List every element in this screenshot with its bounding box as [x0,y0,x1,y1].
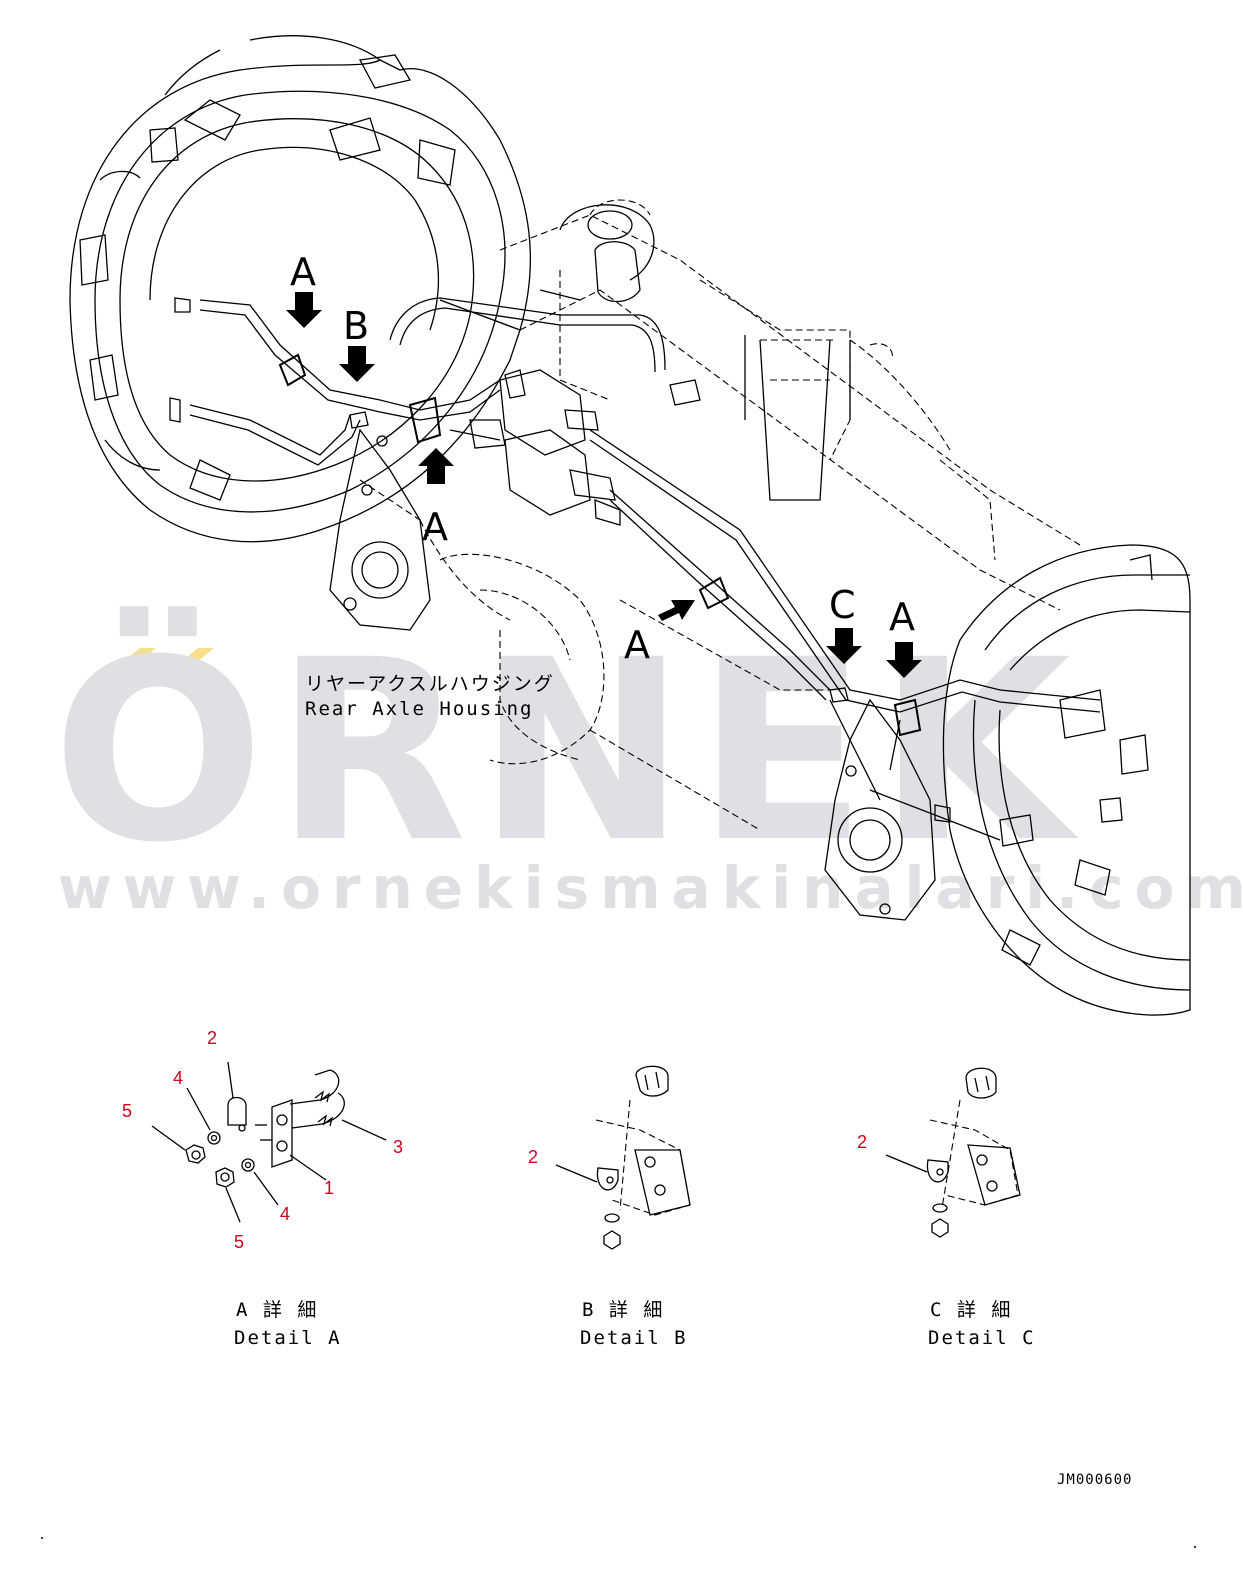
arrow-down-b1 [339,346,375,382]
axle-housing-body [359,199,1081,831]
drawing-code: JM000600 [1057,1472,1132,1488]
detail-a-part-4-top: 4 [173,1068,183,1088]
corner-mark-right [1194,1546,1196,1548]
callout-labels: A B A A C A [290,250,915,667]
detail-b-part-2: 2 [528,1147,538,1167]
arrow-right-a3 [658,600,695,621]
detail-a-part-3: 3 [393,1137,403,1157]
arrow-down-a4 [886,642,922,678]
right-wheel-hub [942,544,1191,1016]
watermark-accent-left [110,648,156,673]
housing-label: リヤーアクスルハウジング Rear Axle Housing [305,673,555,720]
housing-label-jp: リヤーアクスルハウジング [305,673,555,695]
detail-a-part-4-bottom: 4 [280,1204,290,1224]
corner-mark-left [41,1537,43,1539]
detail-a-part-2: 2 [207,1028,217,1048]
detail-b-view: 2 B 詳 細 Detail B [528,1065,691,1349]
pipe-clamps [278,353,922,737]
arrow-up-a2 [418,448,454,484]
watermark-accent-right [168,648,214,673]
detail-a-part-1: 1 [324,1178,334,1198]
arrow-down-c1 [826,628,862,664]
detail-c-title-jp: C 詳 細 [930,1299,1012,1321]
detail-a-title-en: Detail A [234,1327,342,1349]
callout-a4: A [889,595,915,639]
brake-pipes [169,289,1101,841]
detail-a-title-jp: A 詳 細 [236,1299,318,1321]
left-mounting-bracket [329,428,431,631]
detail-c-view: 2 C 詳 細 Detail C [857,1067,1036,1349]
callout-b1: B [343,304,369,348]
callout-a1: A [290,250,316,294]
detail-a-exploded-view: 2 4 5 3 1 4 5 A 詳 細 Detail A [122,1028,403,1349]
watermark-url: www.ornekismakinalari.com.tr [58,854,1243,922]
detail-c-part-2: 2 [857,1132,867,1152]
callout-c1: C [829,583,856,627]
housing-label-en: Rear Axle Housing [305,698,533,720]
detail-a-part-5-bottom: 5 [234,1232,244,1252]
callout-a3: A [624,623,650,667]
valve-blocks [469,369,701,526]
callout-arrows [286,292,922,678]
detail-b-title-jp: B 詳 細 [582,1299,664,1321]
arrow-down-a1 [286,292,322,328]
left-wheel-hub [69,35,532,543]
detail-b-title-en: Detail B [580,1327,688,1349]
callout-a2: A [422,505,448,549]
right-mounting-bracket [824,698,936,921]
detail-a-part-5-top: 5 [122,1101,132,1121]
axle-assembly-drawing: A B A A C A リヤーアクスルハウジング Rear Axle Housi… [69,35,1191,1016]
detail-c-title-en: Detail C [928,1327,1036,1349]
